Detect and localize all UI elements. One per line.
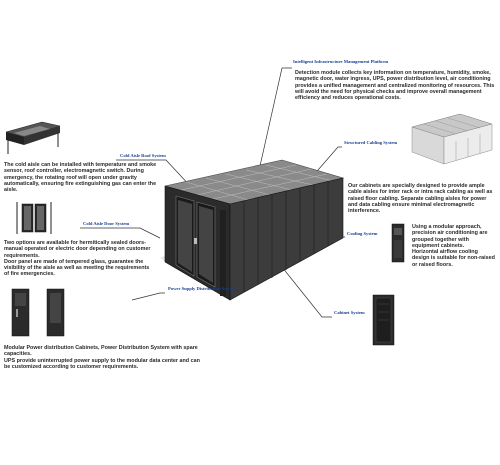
leader-roof xyxy=(116,159,193,189)
label-cabling: Structured Cabling System xyxy=(344,140,398,145)
text-management-body: Detection module collects key informatio… xyxy=(295,70,495,102)
text-door-body-1: Two options are available for hermitical… xyxy=(4,240,151,259)
label-cabinet: Cabinet System xyxy=(334,310,365,315)
text-cooling: Using a modular approach, precision air … xyxy=(412,224,496,268)
text-management: Detection module collects key informatio… xyxy=(295,70,495,101)
label-power: Power Supply Distribution System xyxy=(168,286,236,291)
text-cooling-body-2: Horizontal airflow cooling design is sui… xyxy=(412,249,495,268)
data-center-illustration xyxy=(160,159,345,301)
text-roof: The cold aisle can be installed with tem… xyxy=(4,162,162,193)
label-roof: Cold Aisle Roof System xyxy=(120,153,166,158)
text-power: Modular Power distribution Cabinets, Pow… xyxy=(4,345,204,370)
power-cabinets-thumbnail xyxy=(11,288,65,337)
text-cooling-body-1: Using a modular approach, precision air … xyxy=(412,224,488,249)
door-system-thumbnail xyxy=(16,202,52,234)
leader-management xyxy=(257,67,292,176)
cabinet-thumbnail xyxy=(372,294,395,346)
leader-power xyxy=(131,292,165,301)
text-roof-body: The cold aisle can be installed with tem… xyxy=(4,162,157,194)
cooling-unit-thumbnail xyxy=(391,223,405,263)
text-cabling: Our cabinets are specially designed to p… xyxy=(348,183,496,214)
leader-cabinet xyxy=(277,261,332,318)
text-door-body-2: Door panel are made of tempered glass, g… xyxy=(4,258,150,278)
roof-system-thumbnail xyxy=(5,121,61,154)
leader-door xyxy=(80,227,161,239)
text-door: Two options are available for hermitical… xyxy=(4,240,154,278)
text-cabling-body: Our cabinets are specially designed to p… xyxy=(348,183,493,215)
cabling-thumbnail xyxy=(411,113,493,165)
label-cooling: Cooling System xyxy=(347,231,378,236)
label-management: Intelligent Infrastructure Management Pl… xyxy=(293,59,389,64)
label-door: Cold Aisle Door System xyxy=(83,221,130,226)
text-power-body-2: UPS provide uninterrupted power supply t… xyxy=(4,357,200,370)
text-power-body-1: Modular Power distribution Cabinets, Pow… xyxy=(4,345,198,358)
